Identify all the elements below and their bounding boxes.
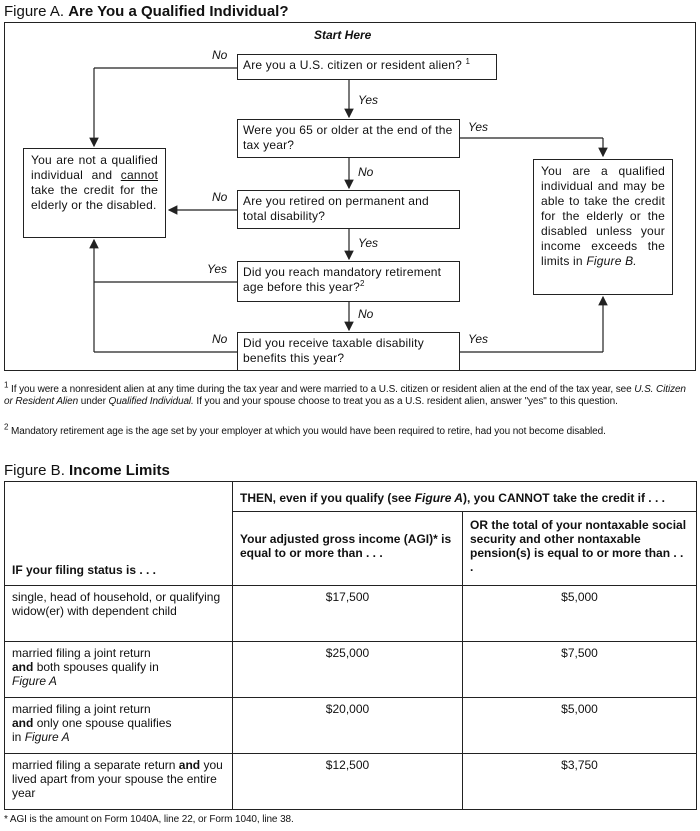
header-agi: Your adjusted gross income (AGI)* is equ… (232, 511, 463, 586)
row-1-agi: $17,500 (232, 585, 463, 642)
label-no-3: No (212, 190, 228, 204)
row-1-status: single, head of household, or qualifying… (4, 585, 233, 642)
result-not-qualified: You are not a qualified individual and c… (23, 148, 166, 238)
qualified-figure-ref: Figure B. (586, 254, 637, 268)
not-qualified-text-end: take the credit for the elderly or the d… (31, 183, 158, 212)
footnote-ref-1: 1 (465, 57, 471, 66)
question-retired-disability: Are you retired on permanent and total d… (237, 190, 460, 229)
header-then-text: THEN, even if you qualify (see (240, 491, 412, 505)
figure-b-title: Figure B. Income Limits (4, 462, 170, 479)
footnote-1-text: If you were a nonresident alien at any t… (11, 384, 632, 395)
question-mandatory-retirement: Did you reach mandatory retirement age b… (237, 261, 460, 302)
qualified-text: You are a qualified individual and may b… (541, 164, 665, 268)
start-here-label: Start Here (314, 28, 372, 42)
footnote-1-ref: U.S. Citizen or Resident Alien (4, 384, 686, 407)
row-4-status: married filing a separate return and you… (4, 753, 233, 810)
footnote-2: 2 Mandatory retirement age is the age se… (4, 422, 692, 438)
row-2-status: married filing a joint return and both s… (4, 641, 233, 698)
table-row: married filing a joint return and only o… (4, 697, 698, 754)
row-3-status-line-2: only one spouse qualifies (36, 716, 172, 730)
header-then: THEN, even if you qualify (see Figure A)… (231, 481, 698, 512)
table-row: single, head of household, or qualifying… (4, 585, 698, 642)
label-yes-2: Yes (468, 120, 489, 134)
figure-a-heading: Are You a Qualified Individual? (68, 3, 289, 20)
result-qualified: You are a qualified individual and may b… (533, 159, 673, 295)
header-nontaxable: OR the total of your nontaxable social s… (461, 511, 698, 586)
row-3-status-ref: Figure A (24, 730, 70, 744)
footnote-1-ref-2: Qualified Individual. (108, 396, 194, 407)
footnote-1-mark: 1 (4, 380, 9, 390)
flowchart-connectors (89, 67, 608, 353)
row-2-status-line-1: married filing a joint return (12, 646, 151, 660)
row-2-status-line-2: both spouses qualify in (36, 660, 159, 674)
row-1-nontax: $5,000 (461, 585, 698, 642)
table-row: married filing a joint return and both s… (4, 641, 698, 698)
row-4-status-line-1: married filing a separate return (12, 758, 176, 772)
row-3-status-line-1: married filing a joint return (12, 702, 151, 716)
label-yes-3: Yes (358, 236, 379, 250)
header-then-ref: Figure A (414, 491, 463, 505)
row-3-status: married filing a joint return and only o… (4, 697, 233, 754)
header-then-text-end: ), you CANNOT take the credit if . . . (462, 491, 665, 505)
question-disability-benefits: Did you receive taxable disability benef… (237, 332, 460, 371)
label-no-1: No (212, 48, 228, 62)
question-citizen-text: Are you a U.S. citizen or resident alien… (243, 58, 462, 72)
row-3-agi: $20,000 (232, 697, 463, 754)
label-no-2: No (358, 165, 374, 179)
footnote-2-text: Mandatory retirement age is the age set … (11, 426, 606, 437)
row-2-agi: $25,000 (232, 641, 463, 698)
row-3-nontax: $5,000 (461, 697, 698, 754)
figure-a-title: Figure A. Are You a Qualified Individual… (4, 3, 289, 20)
figure-b-heading: Income Limits (69, 462, 170, 479)
label-no-5: No (212, 332, 228, 346)
row-3-status-in: in (12, 730, 22, 744)
row-4-status-line-2: you lived apart from your spouse the ent… (12, 758, 223, 800)
not-qualified-cannot: cannot (120, 168, 158, 182)
footnote-ref-2: 2 (359, 279, 365, 288)
label-yes-5: Yes (468, 332, 489, 346)
row-2-status-ref: Figure A (12, 674, 57, 688)
question-age-65: Were you 65 or older at the end of the t… (237, 119, 460, 158)
footnote-1: 1 If you were a nonresident alien at any… (4, 380, 692, 408)
label-no-4: No (358, 307, 374, 321)
row-4-nontax: $3,750 (461, 753, 698, 810)
row-2-status-and: and (12, 660, 34, 674)
footnote-1-text-end: If you and your spouse choose to treat y… (196, 396, 618, 407)
label-yes-4: Yes (207, 262, 228, 276)
footnote-2-mark: 2 (4, 422, 9, 432)
row-4-agi: $12,500 (232, 753, 463, 810)
figure-b-label: Figure B. (4, 462, 65, 479)
table-row: married filing a separate return and you… (4, 753, 698, 810)
footnote-1-under: under (80, 396, 106, 407)
row-4-status-and: and (178, 758, 201, 772)
header-filing-status: IF your filing status is . . . (4, 481, 233, 586)
income-limits-table: IF your filing status is . . . THEN, eve… (4, 481, 698, 810)
row-3-status-and: and (12, 716, 34, 730)
not-qualified-text: You are not a qualified individual and (31, 153, 158, 182)
row-2-nontax: $7,500 (461, 641, 698, 698)
label-yes-1: Yes (358, 93, 379, 107)
figure-b-footnote: * AGI is the amount on Form 1040A, line … (4, 814, 294, 825)
question-mandatory-retirement-text: Did you reach mandatory retirement age b… (243, 265, 442, 294)
question-citizen: Are you a U.S. citizen or resident alien… (237, 54, 497, 80)
figure-a-label: Figure A. (4, 3, 65, 20)
